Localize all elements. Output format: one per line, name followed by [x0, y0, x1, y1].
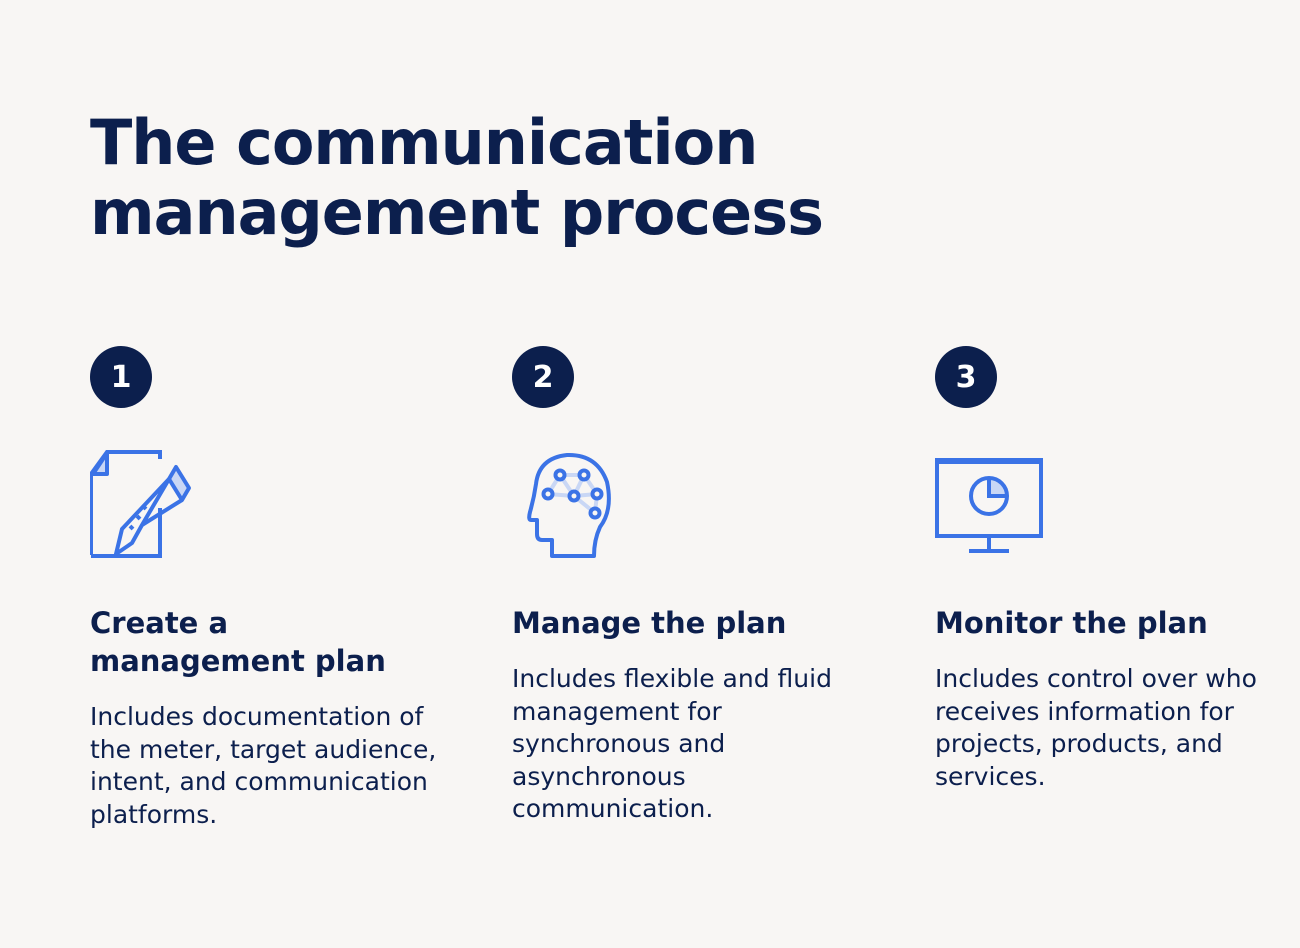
- step-1: 1 Create a management plan Includes docu…: [90, 346, 450, 829]
- step-description: Includes documentation of the meter, tar…: [90, 702, 437, 829]
- monitor-chart-icon: [935, 458, 1043, 553]
- page-title: The communication management process: [90, 106, 824, 249]
- step-heading: Manage the plan: [512, 606, 787, 640]
- step-number-badge: 3: [935, 346, 997, 408]
- head-network-icon: [527, 452, 611, 558]
- step-heading: Monitor the plan: [935, 606, 1208, 640]
- step-number-badge: 2: [512, 346, 574, 408]
- step-heading: Create a management plan: [90, 606, 386, 678]
- document-pencil-icon: [90, 450, 191, 558]
- step-2: 2 Manage the plan Includes flexible and …: [512, 346, 872, 823]
- step-description: Includes control over who receives infor…: [935, 664, 1257, 791]
- step-3: 3 Monitor the plan Includes control over…: [935, 346, 1295, 791]
- step-description: Includes flexible and fluid management f…: [512, 664, 832, 823]
- step-number-badge: 1: [90, 346, 152, 408]
